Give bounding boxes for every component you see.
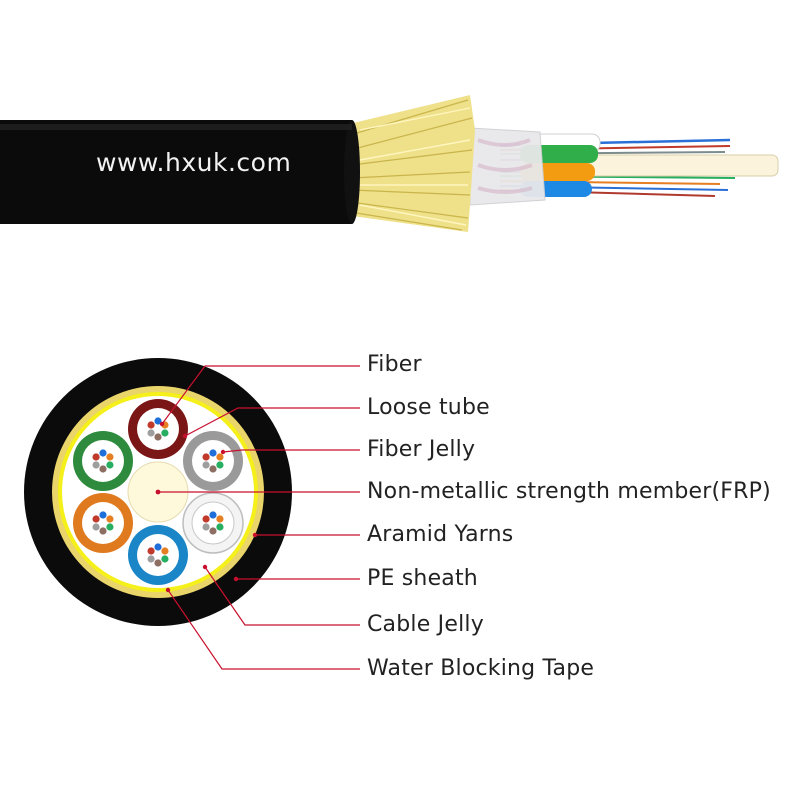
fiber-dot — [99, 465, 107, 473]
fiber-dot — [209, 449, 217, 457]
fiber-dot — [154, 417, 162, 425]
label-water-blocking-tape: Water Blocking Tape — [367, 656, 595, 681]
leader-dots — [155, 421, 258, 593]
leader-loose-tube — [184, 407, 360, 437]
fiber-dot — [161, 429, 169, 437]
fiber-dot — [92, 461, 100, 469]
fiber-dot — [209, 465, 217, 473]
fiber-dot — [216, 523, 224, 531]
fiber-dot — [92, 523, 100, 531]
fiber-dot — [216, 461, 224, 469]
fiber-dot — [161, 547, 169, 555]
fiber-dot — [154, 543, 162, 551]
loose-tube-blue — [128, 525, 188, 585]
label-fiber-jelly: Fiber Jelly — [367, 437, 476, 462]
loose-tube-orange — [73, 493, 133, 553]
fiber-dot — [154, 433, 162, 441]
leader-water-tape — [167, 589, 360, 670]
label-fiber: Fiber — [367, 352, 422, 377]
fiber-dot — [106, 461, 114, 469]
label-loose-tube: Loose tube — [367, 395, 490, 420]
fiber-dot — [202, 453, 210, 461]
fiber-dot — [209, 511, 217, 519]
loose-tube-white — [182, 492, 244, 554]
fiber-dot — [106, 453, 114, 461]
aramid-yarn-side — [345, 95, 475, 232]
fiber-dot — [99, 449, 107, 457]
fiber-dot — [161, 555, 169, 563]
website-watermark: www.hxuk.com — [96, 148, 292, 177]
fiber-dot — [202, 523, 210, 531]
cable-side-view — [0, 95, 779, 232]
fiber-dot — [202, 461, 210, 469]
fiber-dot — [147, 547, 155, 555]
fiber-dot — [147, 555, 155, 563]
fiber-dot — [154, 559, 162, 567]
fiber-dot — [216, 453, 224, 461]
fiber-dot — [99, 527, 107, 535]
loose-tube-red — [128, 399, 188, 459]
fiber-dot — [202, 515, 210, 523]
tape-pattern — [477, 138, 533, 194]
fiber-dot — [147, 429, 155, 437]
label-aramid-yarns: Aramid Yarns — [367, 522, 514, 547]
fibers-group — [92, 417, 224, 567]
jacket-highlight — [0, 124, 352, 130]
label-frp: Non-metallic strength member(FRP) — [367, 479, 771, 504]
fiber-dot — [147, 421, 155, 429]
fiber-dot — [92, 453, 100, 461]
fiber-dot — [209, 527, 217, 535]
leader-fiber-jelly — [222, 449, 360, 453]
leader-cable-jelly — [204, 566, 360, 626]
label-cable-jelly: Cable Jelly — [367, 612, 484, 637]
fiber-dot — [216, 515, 224, 523]
fiber-dot — [106, 515, 114, 523]
leader-fiber — [161, 365, 360, 425]
fiber-dot — [92, 515, 100, 523]
pe-jacket-side — [0, 120, 352, 224]
fiber-dot — [106, 523, 114, 531]
fiber-dot — [99, 511, 107, 519]
loose-tube-green — [73, 431, 133, 491]
loose-tube-gray — [183, 431, 243, 491]
label-pe-sheath: PE sheath — [367, 566, 478, 591]
leader-lines — [158, 365, 360, 670]
